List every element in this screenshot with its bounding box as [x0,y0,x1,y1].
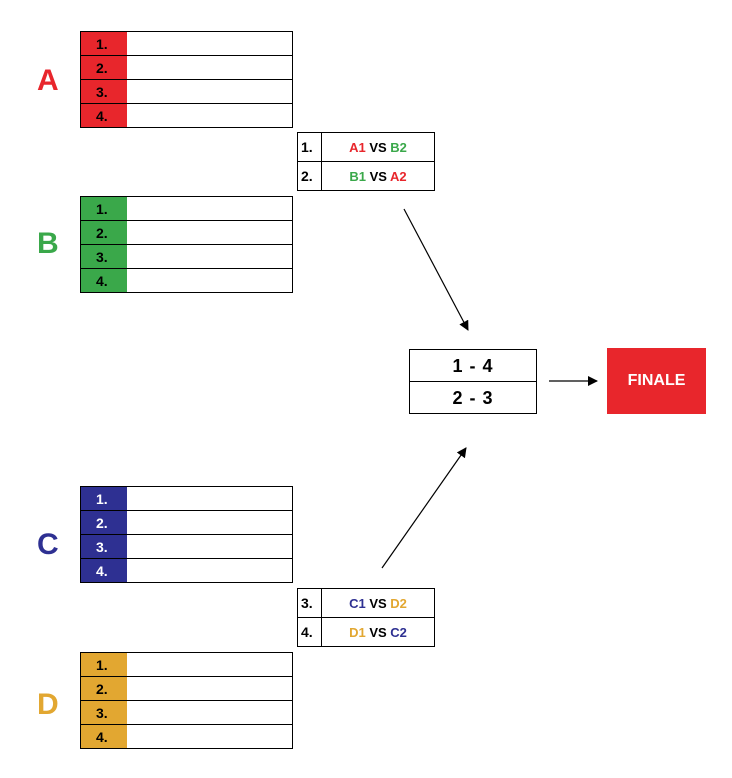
match-row-4: 4. D1 VS C2 [298,618,434,647]
rank-cell: 3. [81,535,127,558]
arrow-top-to-final [403,208,469,331]
match-pairing: C1 VS D2 [322,589,434,617]
rank-cell: 1. [81,487,127,510]
rank-cell: 4. [81,559,127,582]
match-vs: VS [369,596,387,611]
group-d-row-4: 4. [81,725,292,749]
group-d-letter: D [37,688,59,721]
rank-cell: 1. [81,32,127,55]
match-away: C2 [390,625,407,640]
group-c-row-1: 1. [81,487,292,511]
group-a-row-4: 4. [81,104,292,128]
group-d-row-3: 3. [81,701,292,725]
match-pairing: B1 VS A2 [322,162,434,190]
final-pairings-box: 1 - 4 2 - 3 [409,349,537,414]
group-d-table: 1. 2. 3. 4. [80,652,293,749]
match-away: A2 [390,169,407,184]
rank-cell: 1. [81,653,127,676]
match-row-2: 2. B1 VS A2 [298,162,434,191]
match-vs: VS [369,169,387,184]
rank-cell: 2. [81,511,127,534]
arrow-bottom-to-final [381,447,467,569]
group-b-row-4: 4. [81,269,292,293]
group-a-table: 1. 2. 3. 4. [80,31,293,128]
group-c-table: 1. 2. 3. 4. [80,486,293,583]
rank-cell: 3. [81,701,127,724]
final-pairing-row: 2 - 3 [410,382,536,414]
group-b-row-2: 2. [81,221,292,245]
group-a-row-3: 3. [81,80,292,104]
group-b-table: 1. 2. 3. 4. [80,196,293,293]
match-number: 4. [298,618,322,646]
rank-cell: 2. [81,677,127,700]
match-home: A1 [349,140,366,155]
group-c-letter: C [37,528,59,561]
final-pairing-row: 1 - 4 [410,350,536,382]
match-pairing: D1 VS C2 [322,618,434,646]
group-c-row-4: 4. [81,559,292,583]
group-d-row-1: 1. [81,653,292,677]
group-c-row-2: 2. [81,511,292,535]
match-home: C1 [349,596,366,611]
rank-cell: 1. [81,197,127,220]
rank-cell: 4. [81,725,127,748]
rank-cell: 3. [81,80,127,103]
semis-top-table: 1. A1 VS B2 2. B1 VS A2 [297,132,435,191]
group-b-row-3: 3. [81,245,292,269]
rank-cell: 2. [81,221,127,244]
match-vs: VS [369,625,387,640]
match-away: B2 [390,140,407,155]
rank-cell: 2. [81,56,127,79]
group-a-row-1: 1. [81,32,292,56]
group-c-row-3: 3. [81,535,292,559]
group-b-letter: B [37,227,59,260]
semis-bottom-table: 3. C1 VS D2 4. D1 VS C2 [297,588,435,647]
finale-box: FINALE [607,348,706,414]
match-number: 3. [298,589,322,617]
group-d-row-2: 2. [81,677,292,701]
match-vs: VS [369,140,387,155]
match-number: 1. [298,133,322,161]
match-pairing: A1 VS B2 [322,133,434,161]
match-home: B1 [349,169,366,184]
rank-cell: 4. [81,104,127,127]
group-a-letter: A [37,64,59,97]
rank-cell: 3. [81,245,127,268]
match-away: D2 [390,596,407,611]
match-row-1: 1. A1 VS B2 [298,133,434,162]
match-home: D1 [349,625,366,640]
match-number: 2. [298,162,322,190]
match-row-3: 3. C1 VS D2 [298,589,434,618]
group-b-row-1: 1. [81,197,292,221]
rank-cell: 4. [81,269,127,292]
group-a-row-2: 2. [81,56,292,80]
